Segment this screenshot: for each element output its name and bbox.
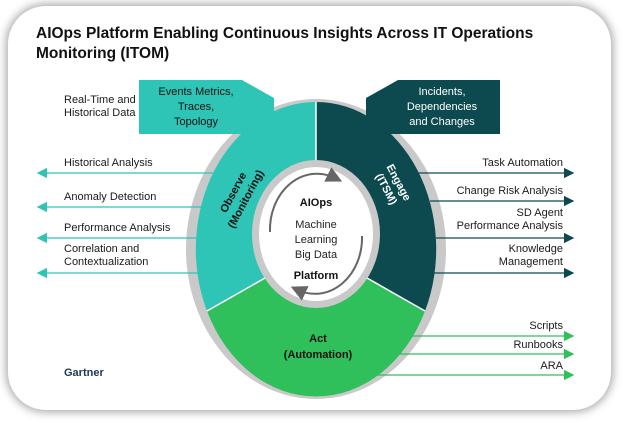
- input-box-line-1: Events Metrics,: [158, 86, 233, 98]
- sd-agent-label: SD Agent Performance Analysis: [457, 207, 563, 233]
- title-line-2: Monitoring (ITOM): [36, 45, 170, 62]
- center-title: AIOps: [300, 197, 332, 209]
- historical-analysis-label: Historical Analysis: [64, 157, 153, 169]
- act-label-line-2: (Automation): [284, 349, 353, 361]
- runbooks-label: Runbooks: [513, 339, 563, 351]
- gartner-logo: Gartner: [64, 367, 104, 379]
- center-line-3: Big Data: [295, 249, 338, 261]
- sd-agent-label-line-2: Performance Analysis: [456, 220, 563, 232]
- output-box-line-3: and Changes: [409, 116, 475, 128]
- anomaly-detection-label: Anomaly Detection: [64, 191, 157, 203]
- correlation-label-line-2: Contextualization: [64, 256, 149, 268]
- input-label: Real-Time and Historical Data: [64, 94, 136, 120]
- correlation-label-line-1: Correlation and: [64, 243, 140, 255]
- act-label: Act (Automation): [284, 333, 353, 361]
- center-footer: Platform: [294, 270, 339, 282]
- knowledge-label-line-1: Knowledge: [508, 243, 563, 255]
- correlation-label: Correlation and Contextualization: [64, 243, 148, 269]
- act-segment: [207, 249, 425, 397]
- input-box-line-2: Traces,: [178, 101, 214, 113]
- input-data-box: [139, 80, 274, 134]
- center-disc: [259, 167, 373, 301]
- change-risk-label: Change Risk Analysis: [456, 185, 563, 197]
- output-box-line-1: Incidents,: [418, 86, 465, 98]
- knowledge-label: Knowledge Management: [499, 243, 563, 269]
- task-automation-label: Task Automation: [482, 157, 563, 169]
- sd-agent-label-line-1: SD Agent: [516, 207, 563, 219]
- output-box: [366, 80, 500, 134]
- input-label-line-2: Historical Data: [64, 107, 136, 119]
- title-line-1: AIOps Platform Enabling Continuous Insig…: [36, 25, 534, 42]
- input-box-line-3: Topology: [174, 116, 219, 128]
- knowledge-label-line-2: Management: [498, 256, 563, 268]
- scripts-label: Scripts: [529, 320, 563, 332]
- center-line-2: Learning: [295, 234, 338, 246]
- output-box-line-2: Dependencies: [407, 101, 478, 113]
- ara-label: ARA: [540, 360, 563, 372]
- input-label-line-1: Real-Time and: [64, 94, 136, 106]
- diagram-title: AIOps Platform Enabling Continuous Insig…: [36, 24, 536, 64]
- performance-analysis-label: Performance Analysis: [64, 222, 171, 234]
- act-label-line-1: Act: [309, 333, 327, 345]
- center-line-1: Machine: [295, 219, 337, 231]
